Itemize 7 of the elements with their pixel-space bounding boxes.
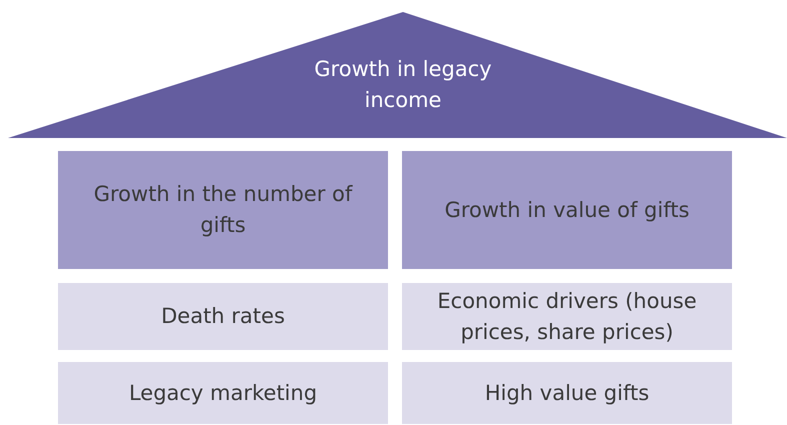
pillar-box: Growth in value of gifts — [402, 151, 732, 269]
pillar-box: Death rates — [58, 283, 388, 350]
pillar-box: Economic drivers (house prices, share prices) — [402, 283, 732, 350]
pillar-box: Growth in the number of gifts — [58, 151, 388, 269]
roof-label: Growth in legacy income — [313, 56, 493, 114]
pillar-box: Legacy marketing — [58, 362, 388, 424]
pillar-box: High value gifts — [402, 362, 732, 424]
